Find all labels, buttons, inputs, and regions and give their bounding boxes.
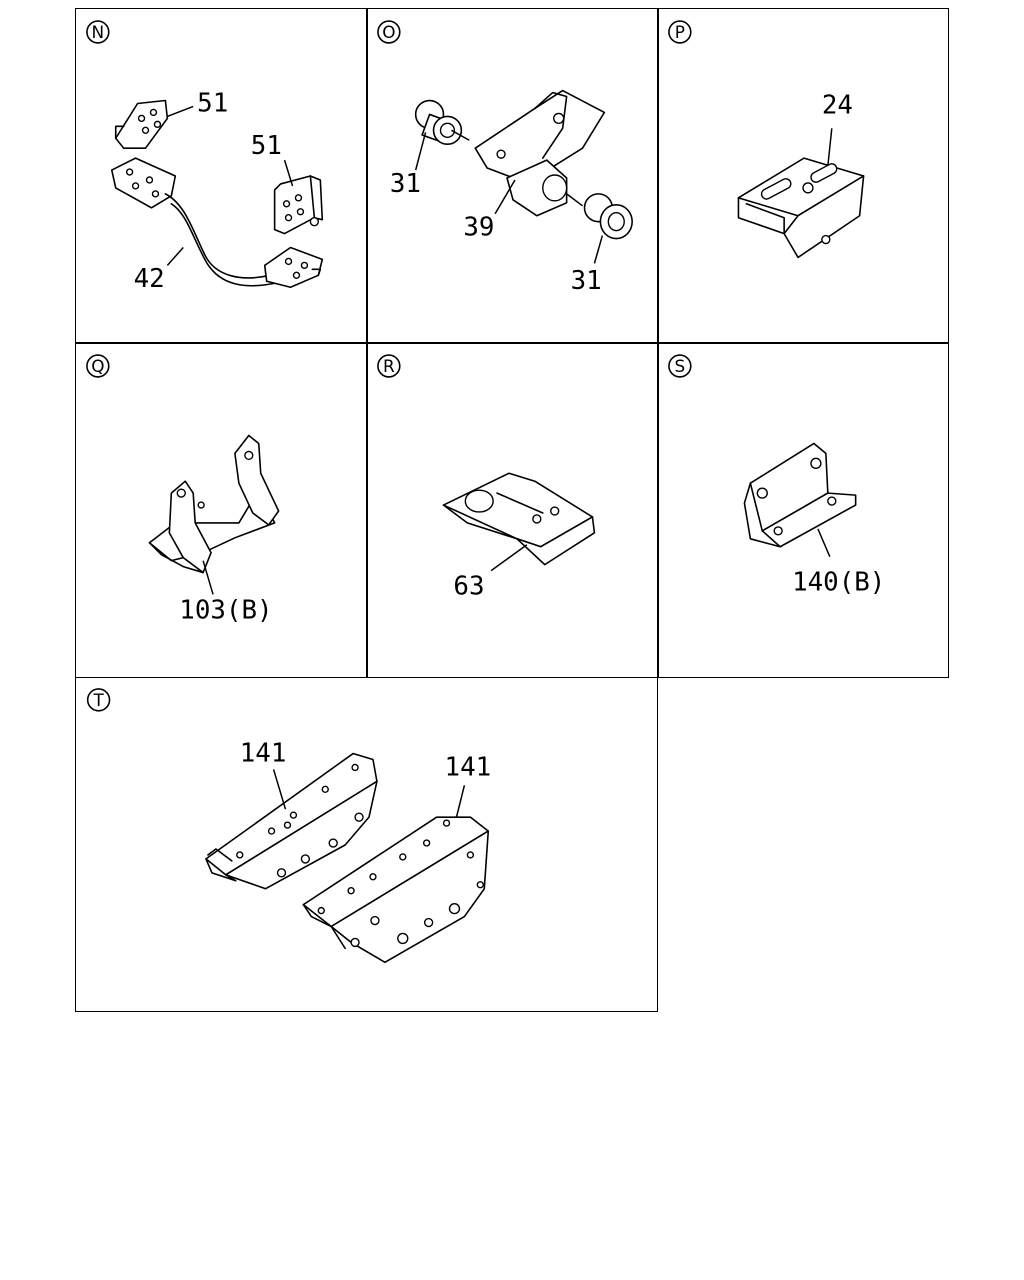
panel-o-marker-text: O (382, 22, 395, 42)
leader-24 (827, 128, 833, 167)
panel-s-marker-text: S (674, 356, 685, 376)
panel-q-marker: Q (86, 354, 110, 378)
bracket-part-140b (743, 442, 857, 548)
leader-103b (202, 560, 214, 595)
leader-shaft-lower (566, 193, 583, 207)
panel-t-marker-text: T (92, 690, 104, 710)
panel-o-marker: O (377, 20, 401, 44)
bracket-part-141-right (302, 816, 490, 964)
plate-part-51-left (114, 99, 169, 149)
bracket-part-39 (474, 89, 606, 217)
panel-n-marker-text: N (92, 22, 105, 42)
panel-r-marker: R (377, 354, 401, 378)
leader-42 (166, 247, 184, 266)
panel-p-marker-text: P (675, 22, 685, 42)
panel-p: P 24 (658, 8, 949, 343)
panel-n: N (75, 8, 367, 343)
callout-42: 42 (134, 264, 165, 294)
panel-p-marker: P (668, 20, 692, 44)
leader-63 (490, 544, 528, 572)
bracket-part-103b (148, 434, 280, 574)
plate-part-51-right (273, 175, 324, 235)
callout-51-right: 51 (251, 131, 282, 161)
leader-141-right (455, 785, 466, 818)
callout-31-upper: 31 (390, 169, 421, 199)
leader-shaft-upper (451, 129, 470, 141)
panel-s: S 140(B) (658, 343, 949, 678)
leader-51-left (167, 105, 194, 118)
cross-member-part-42 (110, 157, 324, 289)
callout-140b: 140(B) (792, 567, 885, 597)
panel-r: R 63 (367, 343, 658, 678)
bracket-part-141-left (205, 752, 378, 890)
panel-t-marker: T (86, 688, 111, 712)
callout-103b: 103(B) (179, 595, 272, 625)
panel-o: O (367, 8, 658, 343)
leader-39 (494, 179, 516, 215)
panel-n-marker: N (86, 20, 110, 44)
panel-s-marker: S (668, 354, 692, 378)
callout-39: 39 (463, 213, 494, 243)
leader-31-upper (414, 132, 427, 171)
bushing-part-31-upper (414, 99, 463, 146)
panel-q: Q 103(B) (75, 343, 367, 678)
callout-63: 63 (453, 571, 484, 601)
leader-140b (817, 528, 831, 557)
leader-51-right (283, 159, 294, 187)
bushing-part-31-lower (583, 193, 633, 240)
panel-q-marker-text: Q (91, 356, 104, 376)
panel-r-marker-text: R (383, 356, 395, 376)
panel-t: T (75, 677, 658, 1012)
callout-141-right: 141 (445, 752, 492, 782)
callout-51-left: 51 (197, 88, 228, 118)
bracket-part-63 (442, 472, 596, 566)
callout-31-lower: 31 (571, 266, 602, 296)
callout-24: 24 (822, 90, 853, 120)
bracket-part-24 (737, 157, 865, 259)
leader-31-lower (593, 235, 604, 264)
callout-141-left: 141 (240, 738, 287, 768)
leader-141-left (272, 769, 287, 810)
